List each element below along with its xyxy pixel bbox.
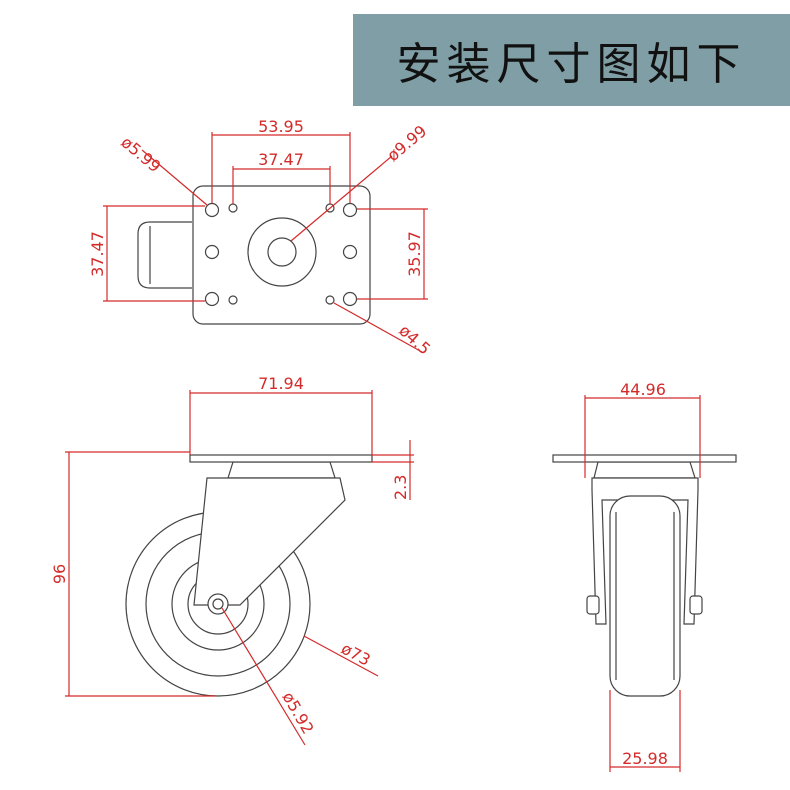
dim-label-wheel-dia: ø73 (338, 639, 374, 670)
dim-label-center-bore: ø9.99 (383, 121, 430, 165)
mount-hole (342, 202, 358, 218)
title-text: 安装尺寸图如下 (396, 39, 747, 90)
mount-hole (204, 291, 220, 307)
front-wheel (609, 495, 681, 697)
mount-hole (342, 244, 358, 260)
leader-center-bore (290, 155, 393, 242)
dim-label-plate-width: 71.94 (258, 374, 304, 393)
center-bore-inner (267, 237, 297, 267)
mount-hole (204, 202, 220, 218)
swivel-bearing (227, 461, 336, 479)
dim-label-hole-bottom: ø4.5 (395, 321, 434, 359)
axle-nut-right (689, 595, 703, 615)
dim-label-axle-dia: ø5.92 (279, 689, 318, 738)
dim-label-height-left: 37.47 (88, 231, 107, 277)
dim-label-total-height: 96 (50, 564, 69, 584)
axle-inner (212, 598, 224, 610)
front-view: 44.96 25.98 (552, 380, 737, 772)
dim-label-outer-holes: 53.95 (258, 117, 304, 136)
top-view: 53.95 37.47 ø5.99 ø9.99 37.47 35.97 ø4.5 (88, 117, 434, 359)
dim-label-wheel-width: 25.98 (622, 749, 668, 768)
leader-hole-small (141, 149, 208, 206)
dim-label-height-right: 35.97 (405, 231, 424, 277)
top-view-wheel-bump (137, 221, 192, 289)
front-fork (591, 477, 699, 625)
leader-hole-bottom (333, 302, 423, 353)
dim-label-inner-holes: 37.47 (258, 150, 304, 169)
top-plate (192, 185, 371, 325)
leader-wheel-dia (303, 635, 379, 677)
mount-hole (204, 244, 220, 260)
mount-hole-small (325, 295, 335, 305)
dim-label-plate-thickness: 2.3 (391, 475, 410, 500)
side-view: 71.94 2.3 96 ø73 ø5.92 (50, 374, 414, 746)
dim-label-hole-small: ø5.99 (117, 133, 164, 177)
dim-label-front-width: 44.96 (620, 380, 666, 399)
fork-bracket (193, 477, 346, 606)
leader-axle-dia (221, 607, 306, 746)
center-bore-outer (247, 217, 317, 287)
front-swivel (593, 461, 696, 479)
axle-nut-left (586, 595, 600, 615)
axle-outer (207, 593, 229, 615)
mount-hole-small (228, 295, 238, 305)
front-top-plate (552, 454, 737, 463)
mount-hole (342, 291, 358, 307)
title-banner: 安装尺寸图如下 (353, 14, 790, 106)
side-top-plate (189, 454, 373, 463)
